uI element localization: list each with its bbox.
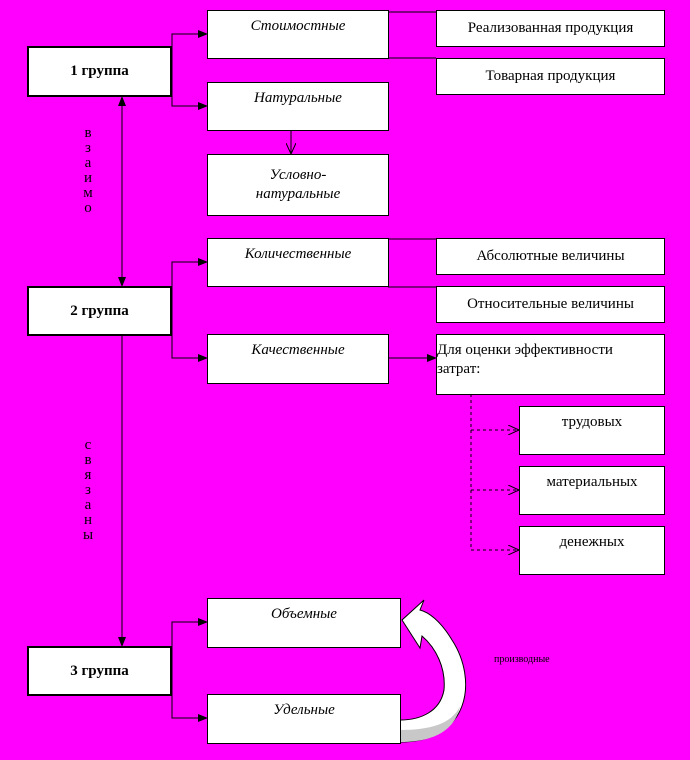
- relative-values-label: Относительные величины: [467, 296, 634, 313]
- conditional-natural-line1: Условно-: [269, 167, 327, 184]
- connector-g1-cost: [171, 30, 208, 62]
- qualitative-label: Качественные: [251, 342, 345, 358]
- vertical-letter: и: [83, 170, 93, 186]
- vertical-letter: в: [84, 452, 92, 468]
- material-label: материальных: [546, 474, 638, 490]
- vertical-letter: н: [83, 512, 93, 528]
- group-2-box: 2 группа: [27, 286, 172, 336]
- connector-g2-qualitative: [171, 300, 208, 362]
- natural-box: Натуральные: [207, 82, 389, 131]
- commodity-product-label: Товарная продукция: [485, 68, 616, 85]
- vertical-letter: м: [83, 185, 93, 201]
- vertical-letter: о: [84, 200, 92, 216]
- cost-box: Стоимостные: [207, 10, 389, 59]
- connector-g3-volume: [171, 618, 208, 660]
- vertical-letter: в: [84, 125, 92, 141]
- material-box: материальных: [519, 466, 665, 515]
- quantitative-box: Количественные: [207, 238, 389, 287]
- group-1-box: 1 группа: [27, 46, 172, 97]
- absolute-values-label: Абсолютные величины: [476, 248, 625, 265]
- natural-label: Натуральные: [254, 90, 342, 106]
- vertical-letter: з: [85, 482, 91, 498]
- efficiency-box: Для оценки эффективности затрат:: [436, 334, 665, 395]
- group-3-label: 3 группа: [70, 662, 129, 679]
- efficiency-line2: затрат:: [437, 360, 481, 377]
- vertical-letter: я: [84, 467, 92, 483]
- monetary-label: денежных: [559, 534, 625, 550]
- connector-g1-natural: [171, 62, 208, 110]
- quantitative-label: Количественные: [244, 246, 352, 262]
- monetary-box: денежных: [519, 526, 665, 575]
- cost-label: Стоимостные: [250, 18, 346, 34]
- vertical-letter: с: [84, 437, 92, 453]
- conditional-natural-line2: натуральные: [255, 186, 341, 202]
- connector-g3-specific: [171, 660, 208, 722]
- qualitative-box: Качественные: [207, 334, 389, 384]
- labor-label: трудовых: [561, 414, 623, 430]
- vertical-letter: а: [84, 155, 92, 171]
- vertical-letter: з: [85, 140, 91, 156]
- specific-label: Удельные: [273, 702, 335, 718]
- realized-product-label: Реализованная продукция: [467, 20, 634, 37]
- absolute-values-box: Абсолютные величины: [436, 238, 665, 275]
- vertical-letter: ы: [82, 527, 94, 543]
- relative-values-box: Относительные величины: [436, 286, 665, 323]
- group-2-label: 2 группа: [70, 302, 129, 319]
- derived-curve-arrow-shade: [400, 706, 460, 742]
- volume-label: Объемные: [271, 606, 337, 622]
- connector-g2-quantitative: [171, 258, 208, 300]
- group-3-box: 3 группа: [27, 646, 172, 696]
- commodity-product-box: Товарная продукция: [436, 58, 665, 95]
- group-1-label: 1 группа: [70, 63, 129, 80]
- labor-box: трудовых: [519, 406, 665, 455]
- realized-product-box: Реализованная продукция: [436, 10, 665, 47]
- specific-box: Удельные: [207, 694, 401, 744]
- vertical-letter: а: [84, 497, 92, 513]
- efficiency-line1: Для оценки эффективности: [437, 342, 613, 358]
- derived-curve-arrow: [399, 599, 467, 743]
- derived-label: производные: [494, 654, 550, 665]
- volume-box: Объемные: [207, 598, 401, 648]
- conditional-natural-box: Условно- натуральные: [207, 154, 389, 216]
